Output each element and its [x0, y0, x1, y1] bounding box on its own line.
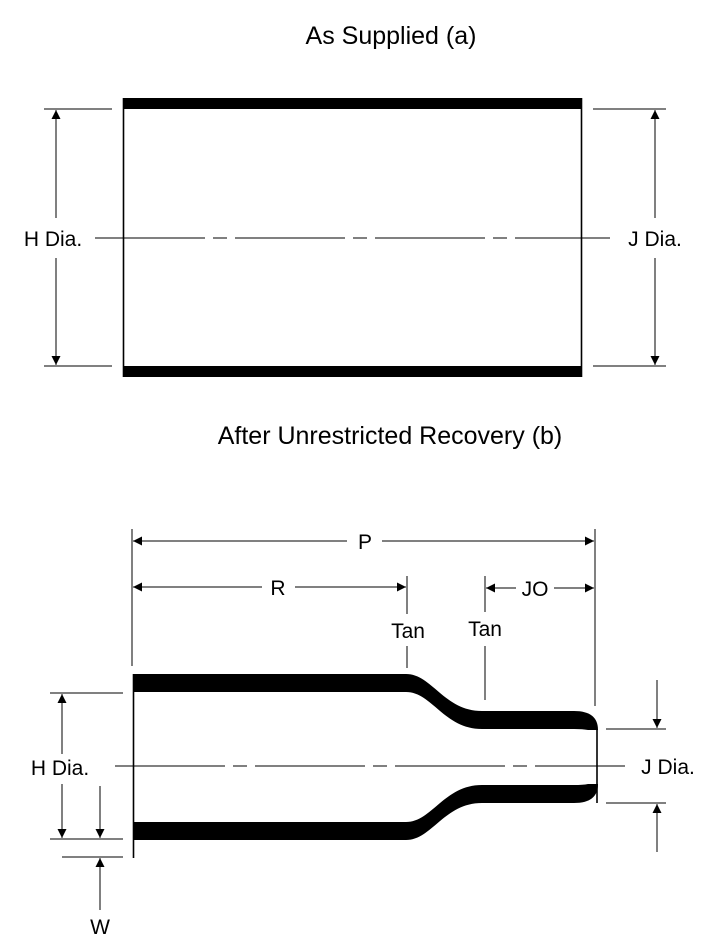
tube-bottom-wall	[123, 366, 582, 377]
h-dia-dimension-a: H Dia.	[24, 108, 112, 367]
j-dia-dimension-a: J Dia.	[593, 108, 682, 367]
title-as-supplied: As Supplied (a)	[306, 22, 477, 50]
title-after-recovery: After Unrestricted Recovery (b)	[218, 422, 563, 450]
jo-dimension: JO Tan	[468, 576, 594, 700]
j-dia-label-b: J Dia.	[641, 756, 695, 779]
jo-label: JO	[522, 578, 549, 601]
tube-top-wall	[123, 98, 582, 109]
j-dia-dimension-b: J Dia.	[606, 680, 695, 852]
tan-right-label: Tan	[468, 618, 502, 641]
recovered-bottom-wall	[133, 784, 598, 840]
w-dimension: W	[62, 786, 123, 939]
recovered-top-wall	[133, 674, 598, 730]
h-dia-label-b: H Dia.	[31, 757, 89, 780]
h-dia-dimension-b: H Dia.	[31, 692, 123, 840]
r-dimension: R Tan	[133, 576, 425, 668]
tan-left-label: Tan	[391, 620, 425, 643]
r-label: R	[270, 577, 285, 600]
j-dia-label-a: J Dia.	[628, 228, 682, 251]
h-dia-label-a: H Dia.	[24, 228, 82, 251]
p-label: P	[358, 531, 372, 554]
p-dimension: P	[131, 529, 596, 706]
w-label: W	[90, 916, 110, 939]
